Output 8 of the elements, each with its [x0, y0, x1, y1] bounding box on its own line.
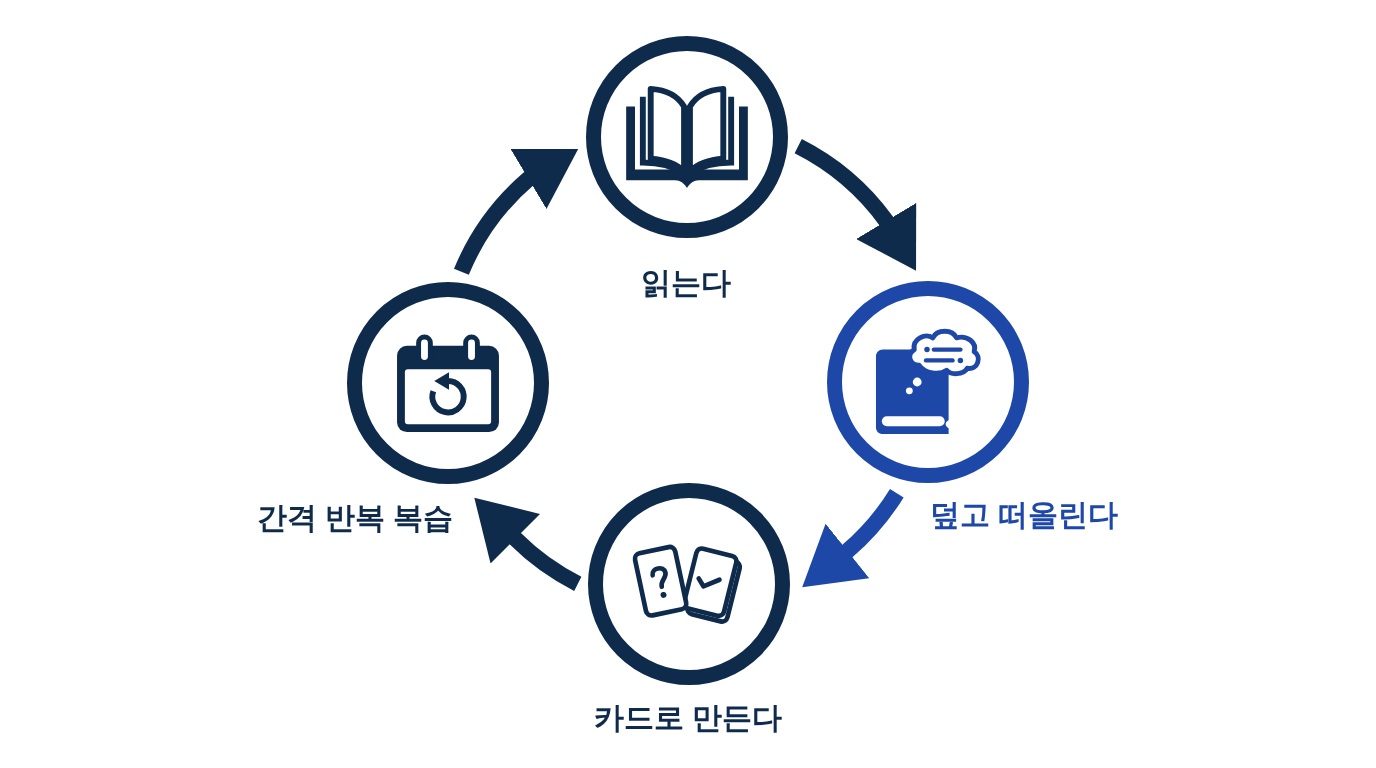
arrow: [802, 488, 904, 588]
step-label: 간격 반복 복습: [256, 500, 454, 536]
step-label: 읽는다: [641, 265, 731, 301]
arrow: [454, 148, 579, 276]
arrow: [794, 139, 917, 271]
arrow: [474, 497, 582, 591]
step-label: 덮고 떠올린다: [929, 497, 1119, 533]
step-label: 카드로 만든다: [593, 700, 783, 736]
